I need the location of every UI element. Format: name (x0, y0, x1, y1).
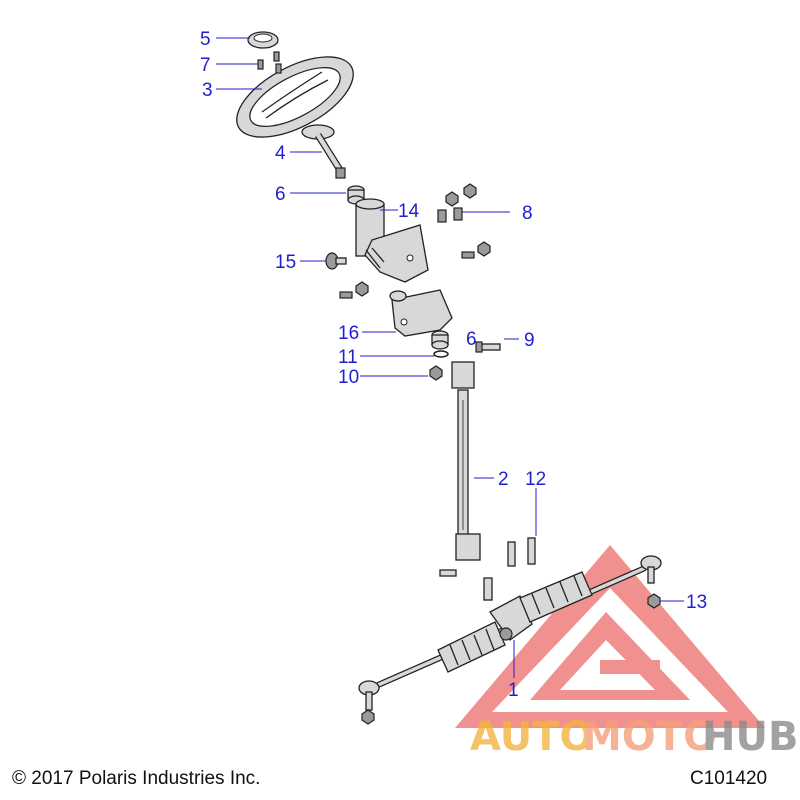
intermediate-shaft (451, 361, 481, 561)
callout-6-lower: 6 (466, 329, 477, 350)
lower-bracket (389, 289, 453, 337)
callout-11: 11 (338, 347, 358, 368)
snap-ring (433, 350, 449, 358)
callout-7: 7 (200, 55, 211, 76)
callout-12: 12 (525, 469, 546, 490)
steering-column (355, 198, 429, 283)
callout-13: 13 (686, 592, 707, 613)
callout-15: 15 (275, 252, 296, 273)
watermark-text: AUTO MOTO HUB (470, 714, 798, 760)
tilt-knob (325, 252, 347, 270)
copyright-text: © 2017 Polaris Industries Inc. (12, 768, 260, 789)
diagram-code: C101420 (690, 768, 767, 789)
watermark-auto: AUTO (470, 714, 594, 760)
lower-bushing (431, 330, 449, 350)
leader-lines (216, 37, 684, 678)
callout-1: 1 (508, 680, 519, 701)
callout-2: 2 (498, 469, 509, 490)
pinch-bolts (439, 537, 536, 577)
callout-10: 10 (338, 367, 359, 388)
watermark-moto: MOTO (582, 714, 717, 760)
callout-16: 16 (338, 323, 359, 344)
callout-3: 3 (202, 80, 213, 101)
nut (429, 365, 443, 381)
callout-9: 9 (524, 330, 535, 351)
steering-shaft (301, 124, 346, 179)
watermark-hub: HUB (702, 714, 798, 760)
bracket-bolt (475, 341, 501, 353)
upper-bolts (437, 183, 477, 223)
hub-cap (247, 31, 279, 49)
bracket-nuts (339, 241, 491, 299)
callout-14: 14 (398, 201, 420, 222)
callout-6-upper: 6 (275, 184, 286, 205)
wheel-screws (257, 51, 282, 74)
callout-labels: 5 7 3 4 6 14 8 15 16 6 9 11 10 2 12 13 1 (200, 29, 707, 701)
callout-8: 8 (522, 203, 533, 224)
steering-rack (358, 555, 662, 725)
callout-4: 4 (275, 143, 286, 164)
steering-wheel (236, 56, 354, 138)
callout-5: 5 (200, 29, 211, 50)
watermark-logo (455, 545, 765, 728)
